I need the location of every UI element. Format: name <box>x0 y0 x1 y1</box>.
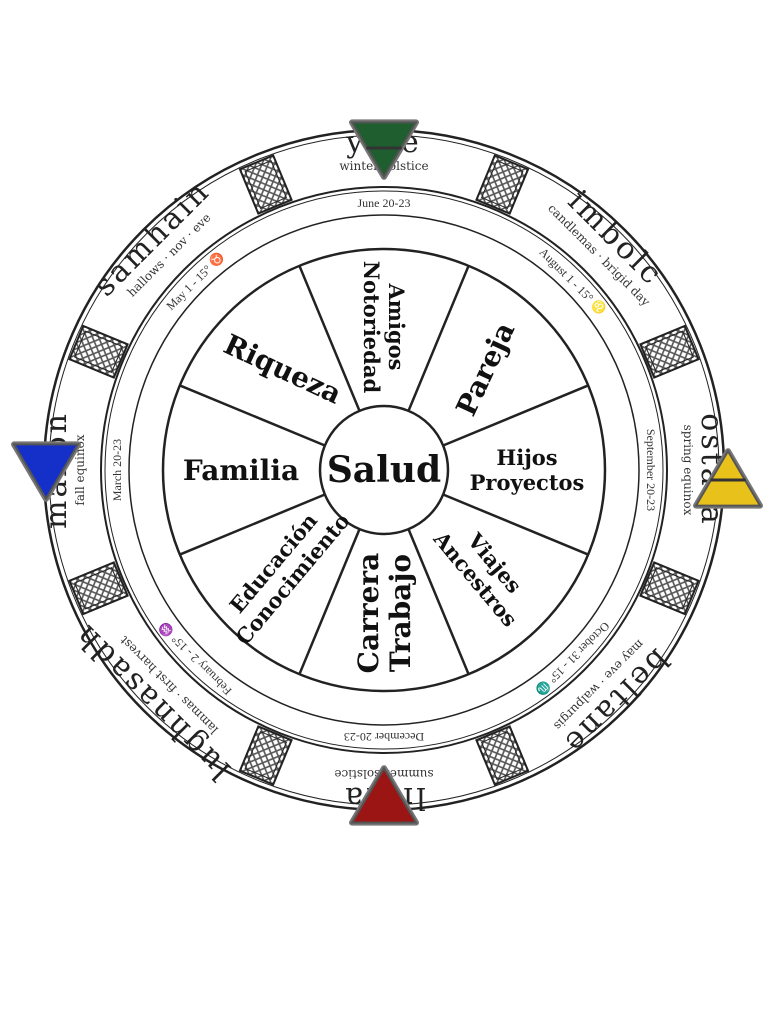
element-markers <box>11 119 763 826</box>
sabbat-date-group: June 20-23 <box>358 196 411 210</box>
spoke-line <box>179 493 326 556</box>
date-ring-inner-border <box>128 214 640 726</box>
center-label: Salud <box>327 449 441 491</box>
sector-label: Trabajo <box>384 554 417 672</box>
earth-triangle-icon <box>349 119 419 180</box>
spoke-line <box>442 384 589 447</box>
sector-label: Carrera <box>352 553 385 674</box>
celtic-knot-icon <box>238 154 293 215</box>
sector-label: Hijos <box>496 445 557 470</box>
center-hub <box>318 404 450 536</box>
sector-label: Notoriedad <box>359 261 384 394</box>
sector-label: Proyectos <box>470 470 585 495</box>
celtic-knot-icon <box>639 561 700 616</box>
celtic-knot-icon <box>68 324 129 379</box>
sabbat-date-group: March 20-23 <box>110 439 124 501</box>
celtic-knot-panels <box>68 154 700 786</box>
sector-label: Familia <box>183 454 299 487</box>
sabbat-subtitle: spring equinox <box>681 425 695 516</box>
sabbat-date-group: December 20-23 <box>344 730 424 744</box>
spoke-line <box>179 384 326 447</box>
water-triangle-icon <box>11 441 81 502</box>
celtic-knot-icon <box>238 725 293 786</box>
sabbat-date: September 20-23 <box>644 429 658 511</box>
celtic-knot-icon <box>475 154 530 215</box>
sabbat-date: March 20-23 <box>110 439 124 501</box>
spoke-line <box>407 528 470 675</box>
spoke-line <box>407 265 470 412</box>
spoke-line <box>442 493 589 556</box>
spoke-line <box>298 528 361 675</box>
fire-triangle-icon <box>349 765 419 826</box>
air-triangle-icon <box>693 448 763 509</box>
sabbat-date-group: September 20-23 <box>644 429 658 511</box>
celtic-knot-icon <box>68 561 129 616</box>
sabbat-date: June 20-23 <box>358 196 411 210</box>
celtic-knot-icon <box>475 725 530 786</box>
date-ring-border <box>104 190 664 750</box>
name-ring-inner-border <box>100 186 668 754</box>
sabbat-date: December 20-23 <box>344 730 424 744</box>
sector-label-group: Familia <box>183 454 299 487</box>
celtic-knot-icon <box>639 324 700 379</box>
spoke-line <box>298 265 361 412</box>
wheel-spokes <box>179 265 589 675</box>
sector-label: Amigos <box>384 282 409 370</box>
